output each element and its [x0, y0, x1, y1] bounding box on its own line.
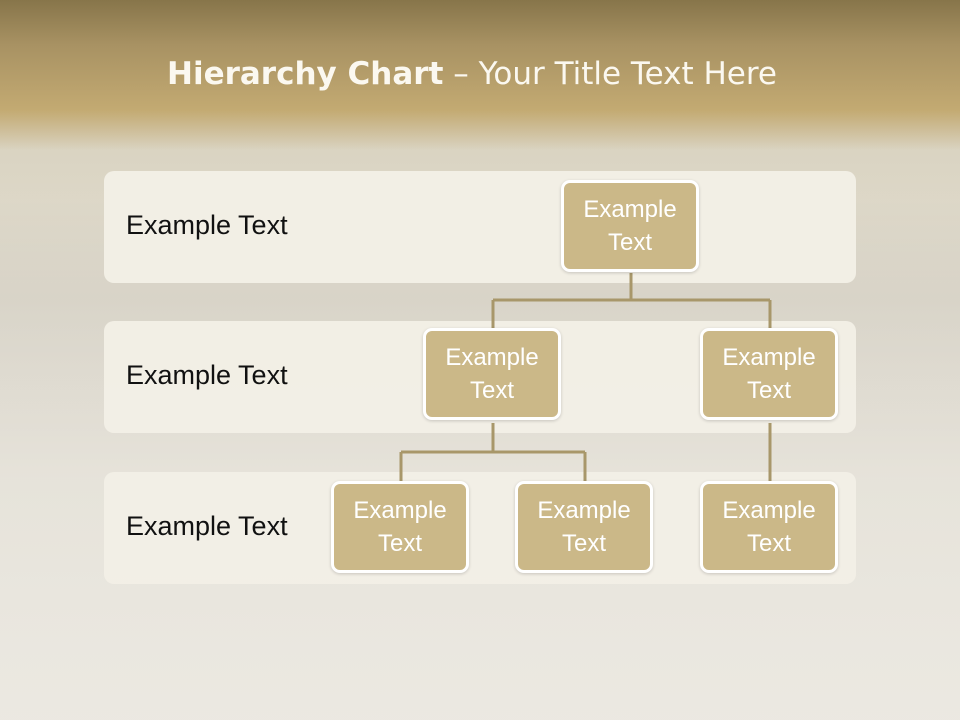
node-level2-left[interactable]: Example Text — [423, 328, 561, 420]
title-bold: Hierarchy Chart — [167, 56, 444, 92]
node-root[interactable]: Example Text — [561, 180, 699, 272]
title-rest: – Your Title Text Here — [443, 56, 777, 92]
node-level3-a[interactable]: Example Text — [331, 481, 469, 573]
level-2-label: Example Text — [126, 360, 288, 390]
level-band-1 — [104, 171, 856, 283]
slide-title: Hierarchy Chart – Your Title Text Here — [0, 56, 944, 92]
node-level2-right[interactable]: Example Text — [700, 328, 838, 420]
node-level3-c[interactable]: Example Text — [700, 481, 838, 573]
node-level3-b[interactable]: Example Text — [515, 481, 653, 573]
title-band — [0, 0, 960, 150]
level-1-label: Example Text — [126, 210, 288, 240]
level-3-label: Example Text — [126, 511, 288, 541]
